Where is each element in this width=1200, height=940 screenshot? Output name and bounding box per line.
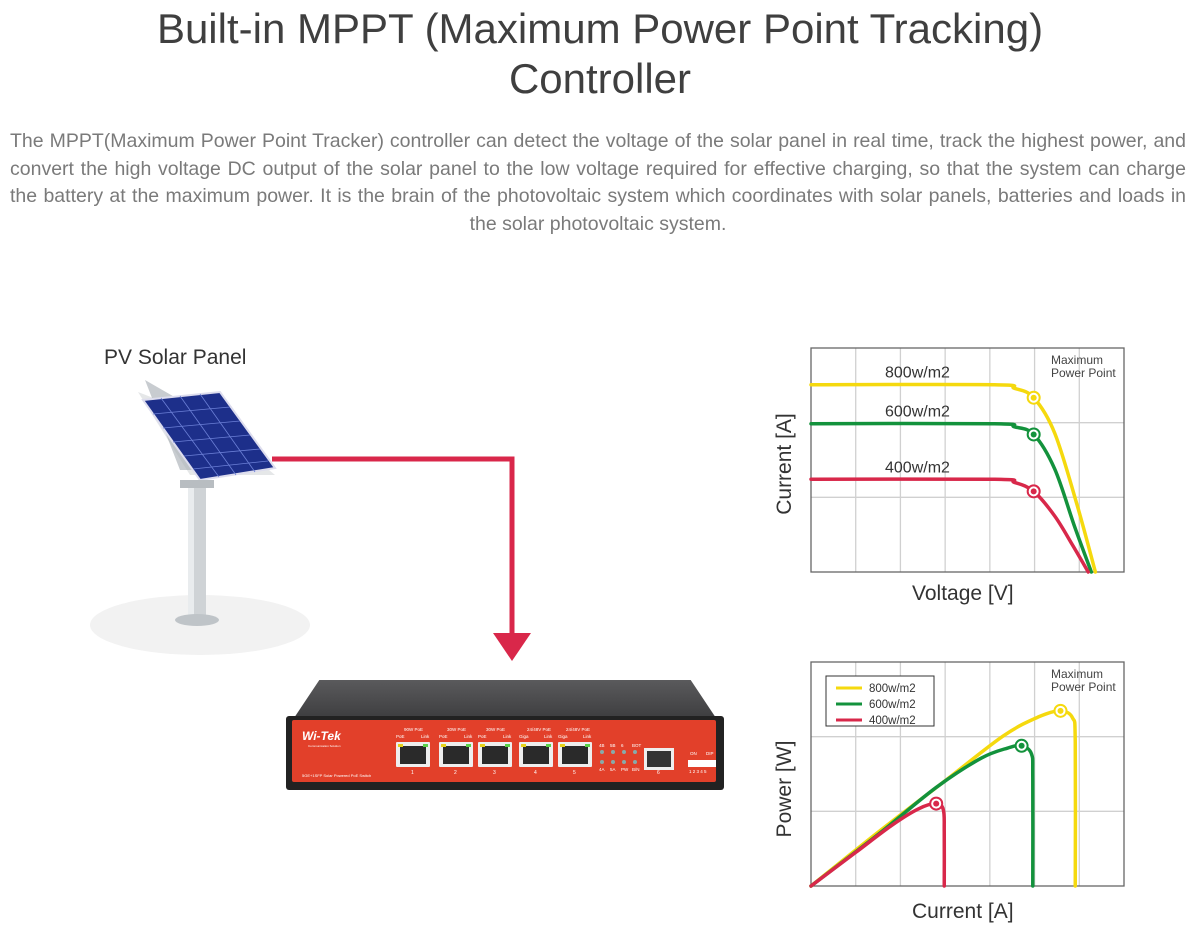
- legend-label: 800w/m2: [869, 683, 916, 695]
- ethernet-port[interactable]: [478, 742, 512, 767]
- ethernet-port[interactable]: [439, 742, 473, 767]
- legend-label: 600w/m2: [869, 699, 916, 711]
- port-left-label: PoE: [478, 734, 487, 739]
- annotation-label: Power Point: [1051, 366, 1116, 380]
- annotation-label: Power Point: [1051, 680, 1116, 694]
- mpp-marker-dot: [933, 800, 940, 807]
- brand-subtitle: Communication Solution: [308, 744, 341, 748]
- sfp-port[interactable]: [644, 748, 674, 770]
- series-label: 400w/m2: [885, 459, 950, 476]
- dip-label: DIP: [706, 751, 714, 756]
- series-line-400w/m2: [809, 477, 1090, 574]
- mpp-marker-dot: [1030, 488, 1037, 495]
- port-power-label: 24/48V PoE: [566, 727, 591, 732]
- description: The MPPT(Maximum Power Point Tracker) co…: [10, 130, 1186, 235]
- series-line-600w/m2: [809, 743, 1035, 888]
- dip-switch[interactable]: [688, 760, 716, 767]
- status-led: [600, 760, 604, 764]
- legend-label: 400w/m2: [869, 715, 916, 727]
- poe-switch: Wi-Tek Communication Solution 5GE+1SFP S…: [286, 680, 724, 792]
- port-number: 1: [411, 770, 414, 776]
- led-label: 4B: [599, 743, 605, 748]
- switch-top: [294, 680, 716, 718]
- status-led: [633, 750, 637, 754]
- port-number: 2: [454, 770, 457, 776]
- port-number: 5: [573, 770, 576, 776]
- port-power-label: 30W PoE: [447, 727, 467, 732]
- series-label: 800w/m2: [885, 365, 950, 382]
- annotation-label: Maximum: [1051, 667, 1103, 681]
- annotation-label: Maximum: [1051, 353, 1103, 367]
- status-led: [600, 750, 604, 754]
- series-line-400w/m2: [809, 801, 947, 888]
- legend-box: [825, 675, 935, 727]
- switch-front: Wi-Tek Communication Solution 5GE+1SFP S…: [286, 716, 724, 790]
- switch-panel: Wi-Tek Communication Solution 5GE+1SFP S…: [292, 720, 716, 782]
- port-left-label: PoE: [439, 734, 448, 739]
- port-right-label: Link: [464, 734, 473, 739]
- page-title: Built-in MPPT (Maximum Power Point Track…: [0, 4, 1200, 104]
- solar-panel-illustration: [90, 380, 310, 655]
- led-label: B/N: [632, 767, 640, 772]
- status-led: [633, 760, 637, 764]
- title-line-1: Built-in MPPT (Maximum Power Point Track…: [156, 5, 1044, 52]
- port-power-label: 90W PoE: [404, 727, 424, 732]
- led-label: 5B: [610, 743, 616, 748]
- status-led: [611, 750, 615, 754]
- mpp-marker-dot: [1030, 394, 1037, 401]
- status-led: [622, 750, 626, 754]
- dip-on-label: ON: [690, 751, 697, 756]
- chart2-ylabel: Power [W]: [773, 740, 796, 838]
- mpp-marker-dot: [1057, 707, 1064, 714]
- port-right-label: Link: [544, 734, 553, 739]
- status-led: [622, 760, 626, 764]
- mpp-marker-dot: [1018, 742, 1025, 749]
- port-number: 3: [493, 770, 496, 776]
- port-number: 4: [534, 770, 537, 776]
- ethernet-port[interactable]: [519, 742, 553, 767]
- port-right-label: Link: [421, 734, 430, 739]
- chart-frame: [810, 347, 1125, 573]
- led-label: PW: [621, 767, 629, 772]
- mpp-marker-dot: [1030, 431, 1037, 438]
- led-label: BOT: [632, 743, 642, 748]
- port-right-label: Link: [583, 734, 592, 739]
- dip-numbers: 1 2 3 4 5: [689, 769, 707, 774]
- brand-logo: Wi-Tek: [302, 729, 341, 743]
- led-label: 5A: [610, 767, 616, 772]
- series-label: 600w/m2: [885, 404, 950, 421]
- sfp-number: 6: [657, 770, 660, 776]
- chart1-ylabel: Current [A]: [773, 413, 796, 515]
- port-left-label: Giga: [519, 734, 529, 739]
- title-line-2: Controller: [508, 55, 692, 102]
- port-power-label: 30W PoE: [486, 727, 506, 732]
- ethernet-port[interactable]: [558, 742, 592, 767]
- port-power-label: 24/48V PoE: [527, 727, 552, 732]
- chart2-xlabel: Current [A]: [912, 900, 1014, 923]
- port-left-label: Giga: [558, 734, 568, 739]
- chart-frame: [810, 661, 1125, 887]
- status-led: [611, 760, 615, 764]
- port-left-label: PoE: [396, 734, 405, 739]
- arrow-head-icon: [493, 633, 531, 661]
- pv-solar-panel-label: PV Solar Panel: [104, 346, 247, 369]
- chart1-xlabel: Voltage [V]: [912, 582, 1014, 605]
- led-label: 6: [621, 743, 624, 748]
- ethernet-port[interactable]: [396, 742, 430, 767]
- led-label: 4A: [599, 767, 605, 772]
- port-right-label: Link: [503, 734, 512, 739]
- model-label: 5GE+1SFP Solar Powered PoE Switch: [302, 773, 372, 778]
